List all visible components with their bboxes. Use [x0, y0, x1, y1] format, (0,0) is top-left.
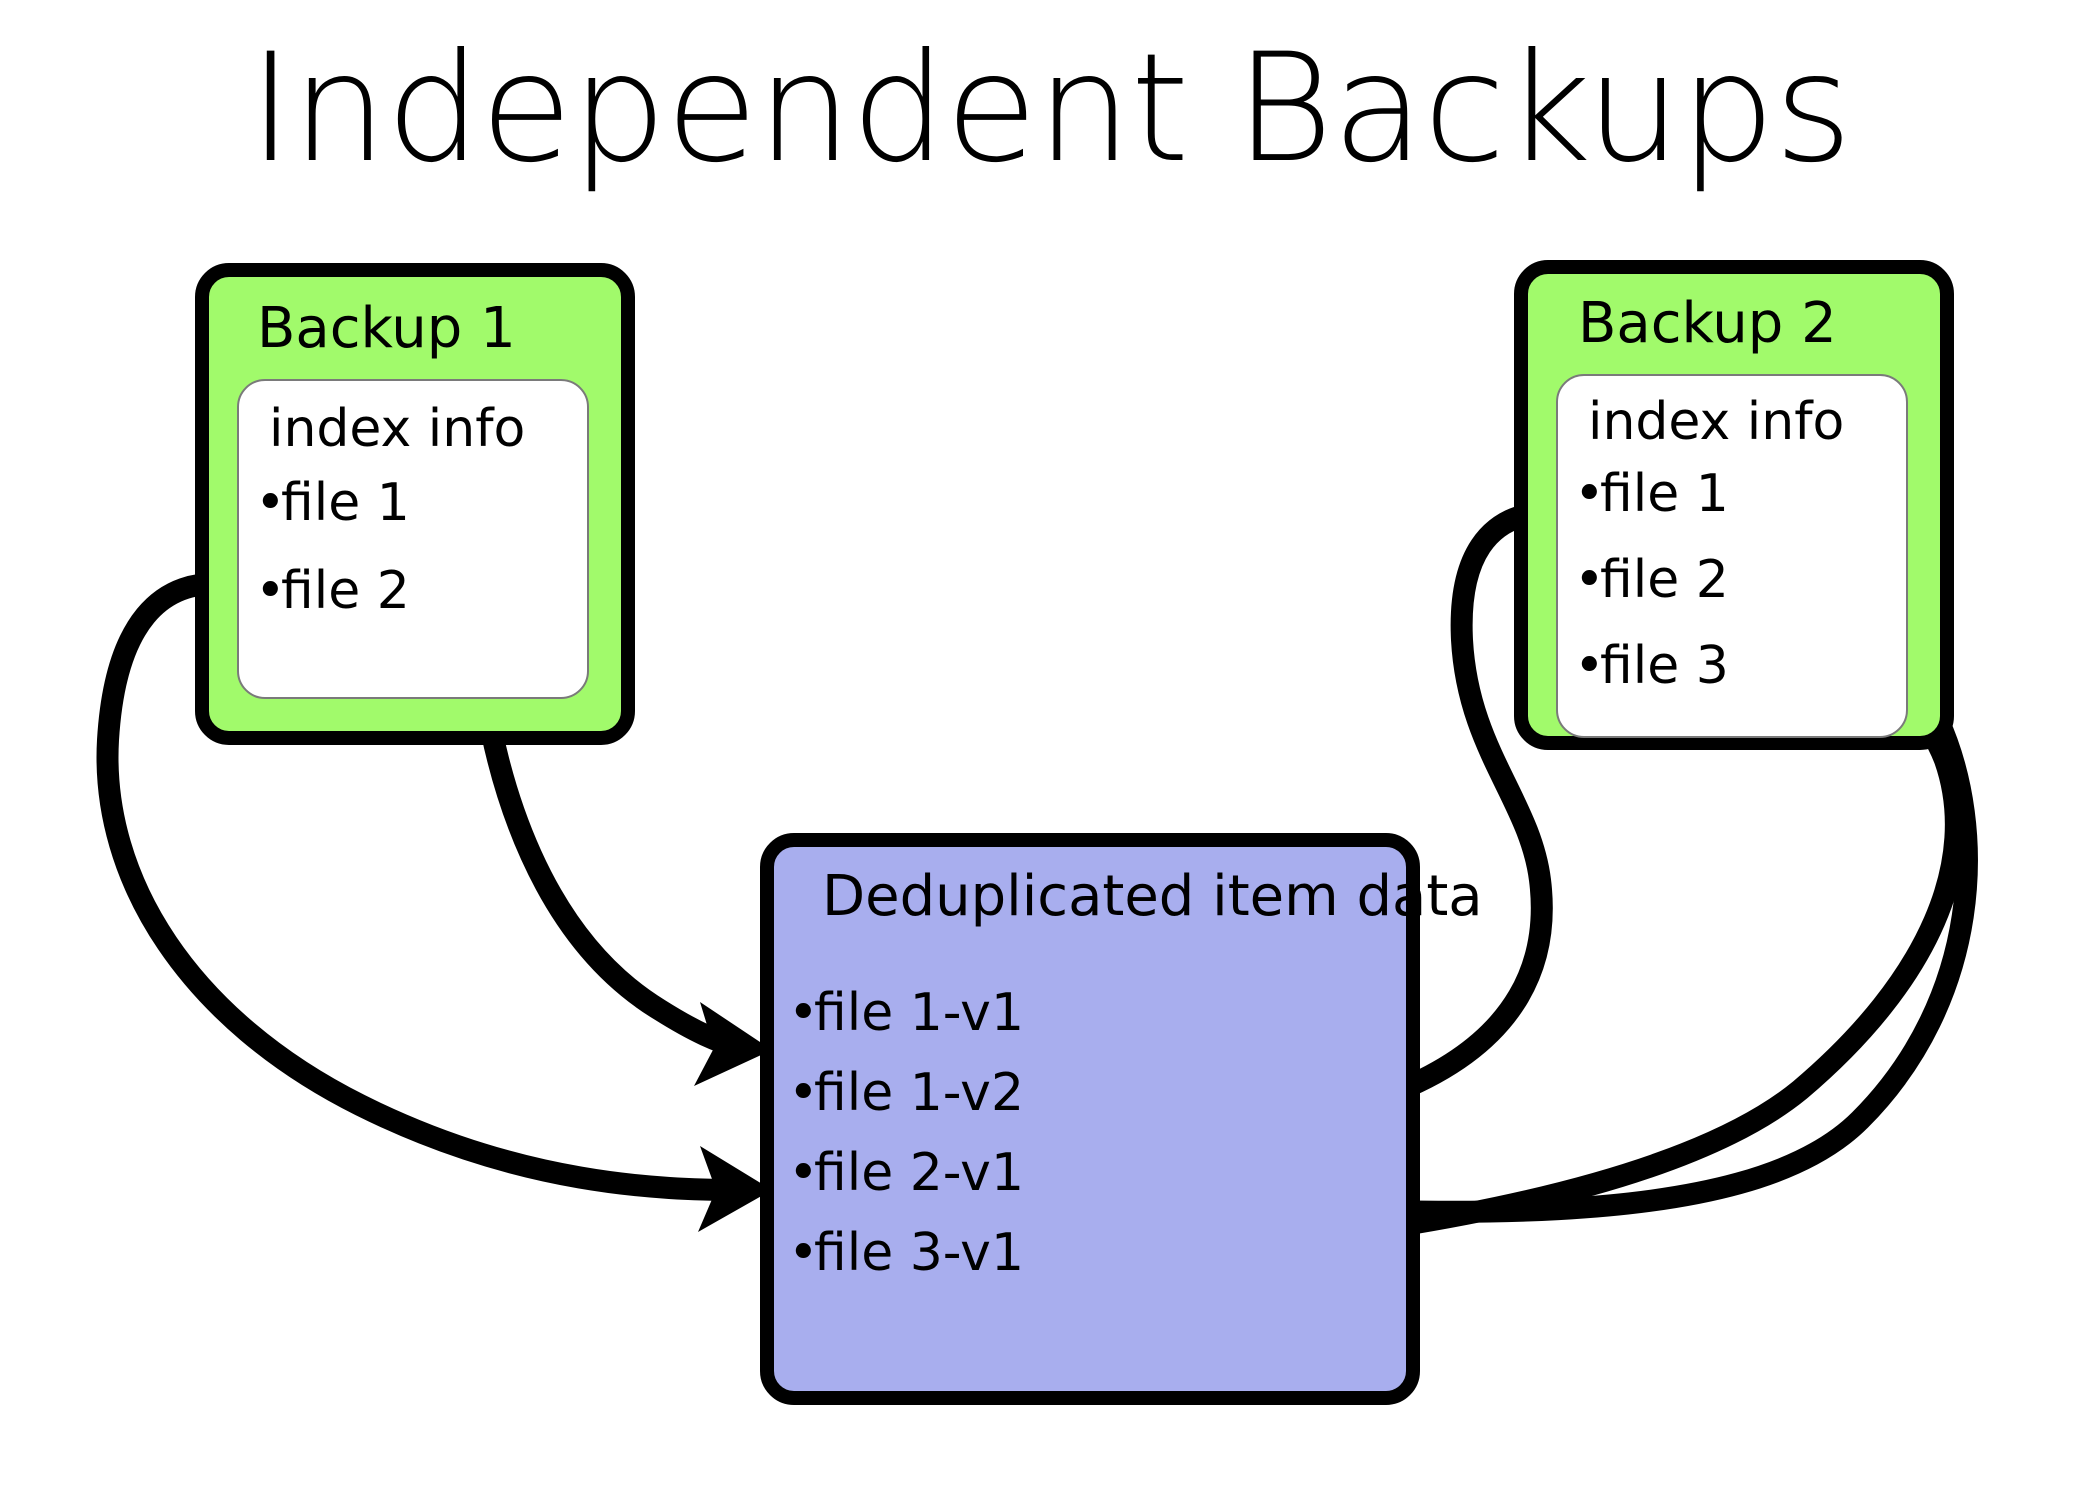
bullet-icon: •	[788, 983, 819, 1043]
dedup-item-file-2-v1-label: file 2-v1	[814, 1143, 1025, 1203]
list-item[interactable]: •file 2-v1	[788, 1147, 1024, 1199]
dedup-store-title: Deduplicated item data	[822, 864, 1483, 929]
bullet-icon: •	[1574, 636, 1605, 696]
backup-1-index-label: index info	[269, 399, 526, 459]
list-item[interactable]: •file 3-v1	[788, 1227, 1024, 1279]
list-item[interactable]: •file 1	[1574, 468, 1729, 520]
dedup-item-list: •file 1-v1 •file 1-v2 •file 2-v1 •file 3…	[788, 987, 1024, 1307]
backup-2-file-list: •file 1 •file 2 •file 3	[1574, 468, 1729, 726]
list-item[interactable]: •file 2	[1574, 554, 1729, 606]
backup-2-title: Backup 2	[1578, 291, 1837, 356]
list-item[interactable]: •file 2	[255, 565, 410, 617]
backup-2-file-2-label: file 2	[1600, 550, 1729, 610]
backup-1-file-1-label: file 1	[281, 473, 410, 533]
bullet-icon: •	[788, 1223, 819, 1283]
backup-2-file-3-label: file 3	[1600, 636, 1729, 696]
list-item[interactable]: •file 1-v2	[788, 1067, 1024, 1119]
backup-2-file-1-label: file 1	[1600, 464, 1729, 524]
list-item[interactable]: •file 1-v1	[788, 987, 1024, 1039]
bullet-icon: •	[1574, 464, 1605, 524]
list-item[interactable]: •file 3	[1574, 640, 1729, 692]
page-title: Independent Backups	[248, 22, 1853, 196]
dedup-item-file-1-v2-label: file 1-v2	[814, 1063, 1025, 1123]
bullet-icon: •	[1574, 550, 1605, 610]
dedup-store-box[interactable]: Deduplicated item data •file 1-v1 •file …	[760, 833, 1483, 1405]
dedup-item-file-1-v1-label: file 1-v1	[814, 983, 1025, 1043]
bullet-icon: •	[255, 473, 286, 533]
backup-1-title: Backup 1	[257, 296, 516, 361]
backup-1-file-list: •file 1 •file 2	[255, 477, 410, 653]
backup-2-index-label: index info	[1588, 392, 1845, 452]
backup-1-file-2-label: file 2	[281, 561, 410, 621]
backup-2-box[interactable]: Backup 2 index info •file 1 •file 2 •fil…	[1514, 260, 1954, 750]
list-item[interactable]: •file 1	[255, 477, 410, 529]
backup-2-index-panel: index info •file 1 •file 2 •file 3	[1556, 374, 1908, 738]
dedup-item-file-3-v1-label: file 3-v1	[814, 1223, 1025, 1283]
bullet-icon: •	[255, 561, 286, 621]
bullet-icon: •	[788, 1143, 819, 1203]
backup-1-index-panel: index info •file 1 •file 2	[237, 379, 589, 699]
bullet-icon: •	[788, 1063, 819, 1123]
backup-1-box[interactable]: Backup 1 index info •file 1 •file 2	[195, 263, 635, 745]
